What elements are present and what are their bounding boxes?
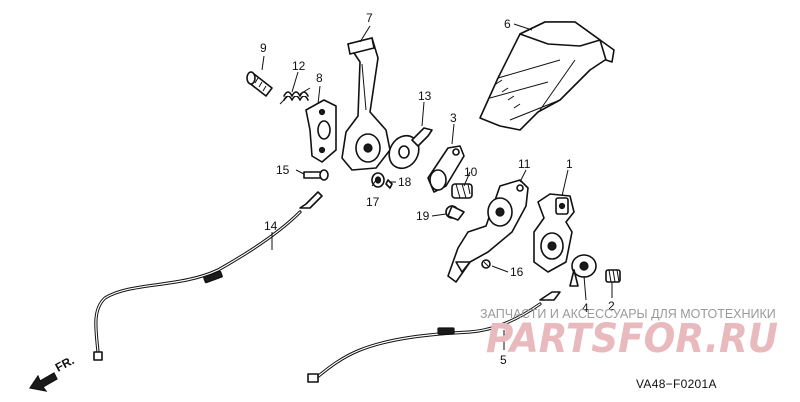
part-15-bolt [303, 169, 329, 181]
part-4-cam [569, 254, 597, 287]
part-16-screw [481, 259, 491, 269]
callout-1: 1 [566, 157, 573, 171]
callout-12: 12 [292, 59, 306, 73]
callout-8: 8 [316, 71, 323, 85]
part-1-throttle-arm [533, 193, 575, 273]
part-8-plate [305, 99, 337, 163]
callout-11: 11 [518, 157, 531, 171]
callout-4: 4 [582, 301, 589, 315]
part-11-bracket [447, 179, 529, 283]
part-3-plate [427, 145, 465, 193]
callout-16: 16 [510, 265, 524, 279]
callout-2: 2 [608, 299, 615, 313]
callout-7: 7 [366, 11, 373, 25]
callout-9: 9 [260, 41, 267, 55]
callout-18: 18 [398, 175, 412, 189]
part-2-spring [605, 269, 621, 283]
part-19-bolt [445, 205, 465, 221]
callout-10: 10 [464, 165, 478, 179]
callout-6: 6 [504, 17, 511, 31]
front-arrow-icon [28, 372, 58, 392]
part-5-cable [307, 291, 561, 383]
part-12-spring [279, 87, 311, 105]
callout-14: 14 [264, 219, 278, 233]
front-direction-indicator: FR. [28, 353, 77, 392]
callout-5: 5 [500, 353, 507, 367]
callout-15: 15 [276, 163, 290, 177]
callout-13: 13 [418, 89, 432, 103]
part-9-bolt [246, 71, 273, 97]
part-6-cover [479, 21, 615, 131]
part-14-cable [93, 191, 323, 361]
diagram-code: VA48−F0201A [636, 377, 717, 391]
part-7-control-lever [341, 37, 391, 171]
callout-labels: 1 2 3 4 5 6 7 8 9 10 11 12 13 14 15 16 1… [260, 11, 615, 367]
part-10-spring [451, 183, 473, 199]
callout-17: 17 [366, 195, 380, 209]
callout-3: 3 [450, 111, 457, 125]
part-17-washer [371, 172, 385, 188]
watermark-caption: ЗАПЧАСТИ И АКСЕССУАРЫ ДЛЯ МОТОТЕХНИКИ [480, 307, 776, 321]
part-13-disc [388, 127, 433, 170]
front-label: FR. [53, 353, 77, 374]
leader-lines [261, 23, 613, 350]
callout-19: 19 [416, 209, 430, 223]
watermark: ЗАПЧАСТИ И АКСЕССУАРЫ ДЛЯ МОТОТЕХНИКИ PA… [480, 307, 778, 362]
part-18-pin [385, 179, 393, 189]
watermark-logo: PARTSFOR.RU [486, 316, 778, 362]
